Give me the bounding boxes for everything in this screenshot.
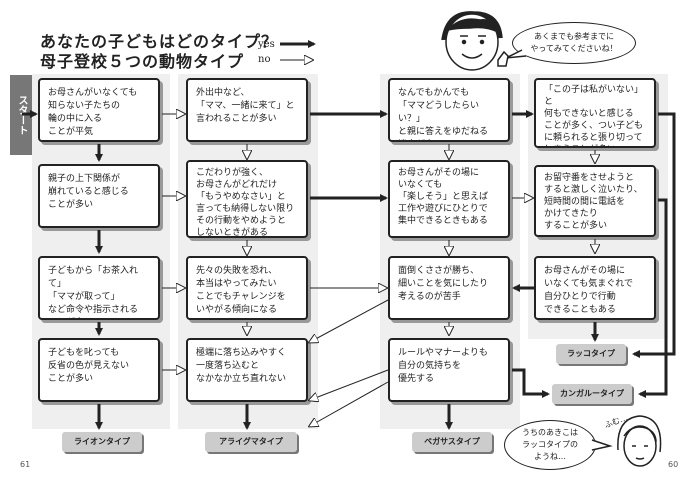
legend-no-label: no	[258, 54, 271, 65]
start-label: スタート	[10, 75, 32, 155]
speech-bubble-top: あくまでも参考までに やってみてくださいね！	[512, 22, 636, 64]
question-c4-r3: お母さんがその場に いなくても気まぐれで 自分ひとりで行動 できることもある	[534, 256, 656, 320]
result-rakko-type: ラッコタイプ	[556, 344, 626, 364]
question-c2-r2: こだわりが強く、 お母さんがどれだけ 「もうやめなさい」と 言っても納得しない限…	[186, 160, 308, 238]
woman-illustration	[617, 415, 662, 467]
question-c1-r1: お母さんがいなくても 知らない子たちの 輪の中に入る ことが平気	[38, 78, 160, 142]
question-c3-r1: なんでもかんでも 「ママどうしたらいい？」 と親に答えをゆだねる 機会が多い	[388, 78, 510, 142]
result-kangaroo-type: カンガルータイプ	[552, 384, 632, 404]
question-c3-r3: 面倒くささが勝ち、 細いことを気にしたり 考えるのが苦手	[388, 256, 510, 320]
page-title: あなたの子どもはどのタイプ？	[40, 32, 279, 51]
question-c3-r2: お母さんがその場に いなくても 「楽しそう」と思えば 工作や遊びにひとりで 集中…	[388, 160, 510, 238]
page-subtitle: 母子登校５つの動物タイプ	[40, 52, 245, 71]
result-pegasus-type: ペガサスタイプ	[412, 432, 492, 452]
page-number-left: 61	[20, 460, 31, 469]
page-number-right: 60	[668, 460, 679, 469]
question-c2-r4: 極端に落ち込みやすく 一度落ち込むと なかなか立ち直れない	[186, 338, 308, 402]
question-c4-r1: 「この子は私がいない」と 何もできないと感じる ことが多く、つい子ども に頼られ…	[534, 78, 656, 148]
question-c1-r3: 子どもから「お茶入れて」 「ママが取って」 など命令や指示される ことが多い	[38, 256, 160, 320]
question-c1-r2: 親子の上下関係が 崩れていると感じる ことが多い	[38, 164, 160, 228]
question-c2-r1: 外出中など、 「ママ、一緒に来て」と 言われることが多い	[186, 78, 308, 142]
speech-bubble-bottom: うちのあきこは ラッコタイプの ようね…	[504, 420, 596, 470]
question-c3-r4: ルールやマナーよりも 自分の気持ちを 優先する	[388, 338, 510, 402]
legend-yes-label: yes	[258, 39, 275, 50]
question-c1-r4: 子どもを叱っても 反省の色が見えない ことが多い	[38, 338, 160, 402]
result-araiguma-type: アライグマタイプ	[205, 432, 297, 452]
question-c2-r3: 先々の失敗を恐れ、 本当はやってみたい ことでもチャレンジを いやがる傾向になる	[186, 256, 308, 320]
question-c4-r2: お留守番をさせようと すると激しく泣いたり、 短時間の間に電話を かけてきたり …	[534, 165, 656, 237]
man-illustration	[441, 11, 509, 71]
result-lion-type: ライオンタイプ	[62, 432, 142, 452]
